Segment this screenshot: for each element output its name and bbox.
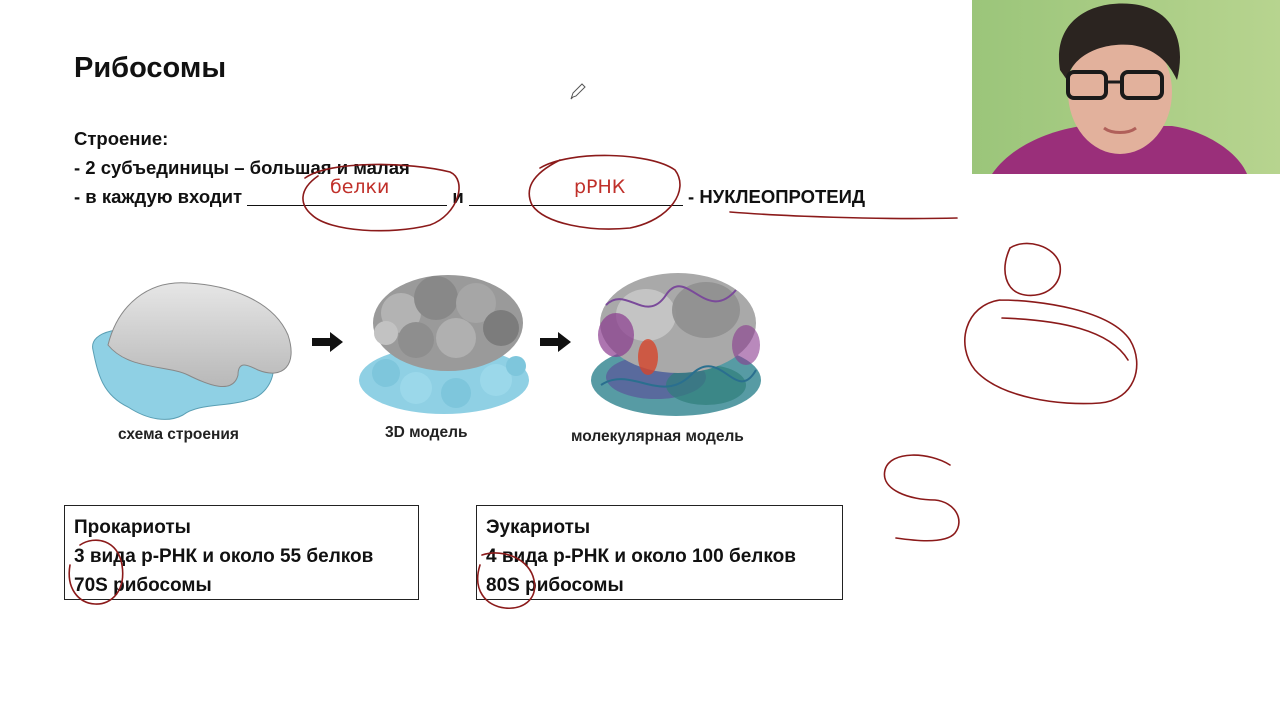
structure-line-subunits: - 2 субъединицы – большая и малая bbox=[74, 157, 410, 178]
caption-schema: схема строения bbox=[118, 426, 239, 443]
prokaryotes-ribosome-type: 70S рибосомы bbox=[74, 575, 212, 596]
blank-field-1 bbox=[247, 185, 448, 206]
pencil-cursor-icon bbox=[570, 83, 586, 100]
handwritten-answer-proteins: белки bbox=[330, 176, 390, 198]
blank-field-2 bbox=[468, 185, 683, 206]
right-arrow-icon bbox=[540, 332, 571, 352]
caption-3d-model: 3D модель bbox=[385, 424, 468, 441]
prokaryotes-rrna-proteins: 3 вида р-РНК и около 55 белков bbox=[74, 546, 374, 567]
ink-circle-rrna bbox=[528, 154, 681, 230]
ink-circle-80s bbox=[476, 552, 536, 609]
prokaryotes-title: Прокариоты bbox=[74, 517, 191, 538]
composition-prefix: - в каждую входит bbox=[74, 186, 243, 207]
handwritten-answer-rrna: рРНК bbox=[574, 176, 626, 198]
structure-heading: Строение: bbox=[74, 128, 169, 149]
eukaryotes-box: Эукариоты 4 вида р-РНК и около 100 белко… bbox=[476, 505, 843, 600]
eukaryotes-rrna-proteins: 4 вида р-РНК и около 100 белков bbox=[486, 546, 796, 567]
ink-sketch-letter-s bbox=[883, 454, 960, 542]
ink-circle-70s bbox=[68, 539, 124, 605]
ink-underline-nucleoprotein bbox=[729, 211, 958, 220]
webcam-overlay bbox=[972, 0, 1280, 174]
caption-molecular-model: молекулярная модель bbox=[571, 428, 744, 445]
slide-title: Рибосомы bbox=[74, 52, 227, 84]
right-arrow-icon bbox=[312, 332, 343, 352]
structure-section: Строение: - 2 субъединицы – большая и ма… bbox=[74, 124, 865, 211]
ink-sketch-large-subunit bbox=[964, 299, 1138, 405]
ribosome-3d-model-image bbox=[359, 275, 529, 414]
prokaryotes-box: Прокариоты 3 вида р-РНК и около 55 белко… bbox=[64, 505, 419, 600]
eukaryotes-ribosome-type: 80S рибосомы bbox=[486, 575, 624, 596]
ribosome-schema-image bbox=[92, 282, 292, 420]
eukaryotes-title: Эукариоты bbox=[486, 517, 591, 538]
presenter-video bbox=[972, 0, 1280, 174]
composition-suffix: - НУКЛЕОПРОТЕИД bbox=[688, 186, 866, 207]
ribosome-molecular-model-image bbox=[591, 273, 761, 416]
ink-circle-proteins bbox=[302, 163, 460, 232]
ink-sketch-small-subunit bbox=[1004, 242, 1061, 297]
